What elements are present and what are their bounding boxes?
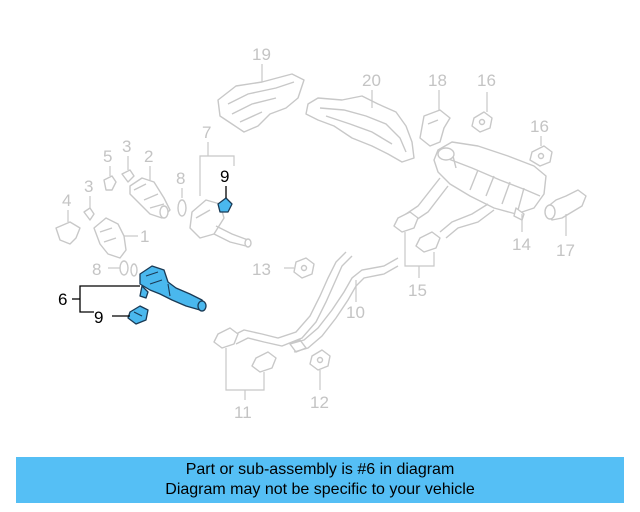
callout-16-right: 16 bbox=[530, 117, 549, 136]
part-2-catalytic-converter: 2 bbox=[129, 147, 171, 219]
part-11-clamps: 11 bbox=[213, 327, 277, 422]
callout-6: 6 bbox=[58, 290, 67, 309]
part-12-hanger: 12 bbox=[309, 349, 331, 412]
callout-13: 13 bbox=[252, 260, 271, 279]
part-9-upper-gasket: 9 bbox=[217, 167, 233, 213]
part-19-heat-shield: 19 bbox=[217, 45, 305, 133]
part-13-hanger: 13 bbox=[252, 257, 315, 279]
part-16-hanger-top: 16 bbox=[471, 71, 496, 133]
callout-3-upper: 3 bbox=[122, 137, 131, 156]
callout-12: 12 bbox=[310, 393, 329, 412]
callout-1: 1 bbox=[140, 227, 149, 246]
callout-5: 5 bbox=[103, 147, 112, 166]
callout-18: 18 bbox=[428, 71, 447, 90]
part-4-bracket: 4 bbox=[55, 191, 81, 245]
part-8-lower-gasket: 8 bbox=[92, 260, 138, 279]
part-6-front-pipe-highlighted bbox=[139, 265, 207, 312]
callout-19: 19 bbox=[252, 45, 271, 64]
part-18-bracket: 18 bbox=[419, 71, 451, 147]
callout-17: 17 bbox=[556, 241, 575, 260]
part-5-nut: 5 bbox=[103, 147, 117, 191]
callout-16-top: 16 bbox=[477, 71, 496, 90]
footer-line-part-info: Part or sub-assembly is #6 in diagram bbox=[185, 461, 455, 478]
part-10-intermediate-pipe: 10 bbox=[231, 251, 399, 353]
part-8-upper-gasket: 8 bbox=[176, 169, 187, 217]
footer-banner: Part or sub-assembly is #6 in diagram Di… bbox=[16, 457, 624, 503]
callout-15: 15 bbox=[408, 281, 427, 300]
callout-20: 20 bbox=[362, 71, 381, 90]
callout-11: 11 bbox=[234, 403, 252, 422]
part-15-clamps: 15 bbox=[393, 211, 441, 300]
callout-14: 14 bbox=[512, 235, 531, 254]
part-20-heat-shield: 20 bbox=[305, 71, 415, 163]
part-9-lower-nut-highlighted: 9 bbox=[94, 305, 149, 327]
callout-6-bracket: 6 bbox=[58, 285, 140, 313]
callout-2: 2 bbox=[144, 147, 153, 166]
callout-8-lower: 8 bbox=[92, 260, 101, 279]
part-7-front-pipe: 7 bbox=[189, 123, 252, 248]
callout-9-upper: 9 bbox=[220, 167, 229, 186]
part-1-manifold: 1 bbox=[93, 217, 149, 259]
part-17-tail-pipe: 17 bbox=[544, 189, 587, 260]
exhaust-parts-diagram: 19 20 18 16 16 bbox=[55, 45, 587, 422]
callout-9-lower: 9 bbox=[94, 308, 103, 327]
callout-4: 4 bbox=[62, 191, 71, 210]
callout-10: 10 bbox=[346, 303, 365, 322]
part-3-stud-lower: 3 bbox=[83, 177, 95, 221]
callout-3-lower: 3 bbox=[84, 177, 93, 196]
callout-7: 7 bbox=[202, 123, 211, 142]
callout-8-upper: 8 bbox=[176, 169, 185, 188]
footer-line-disclaimer: Diagram may not be specific to your vehi… bbox=[165, 481, 475, 498]
part-3-stud-upper: 3 bbox=[121, 137, 135, 183]
part-16-hanger-right: 16 bbox=[529, 117, 553, 167]
part-14-rear-muffler: 14 bbox=[399, 141, 547, 254]
